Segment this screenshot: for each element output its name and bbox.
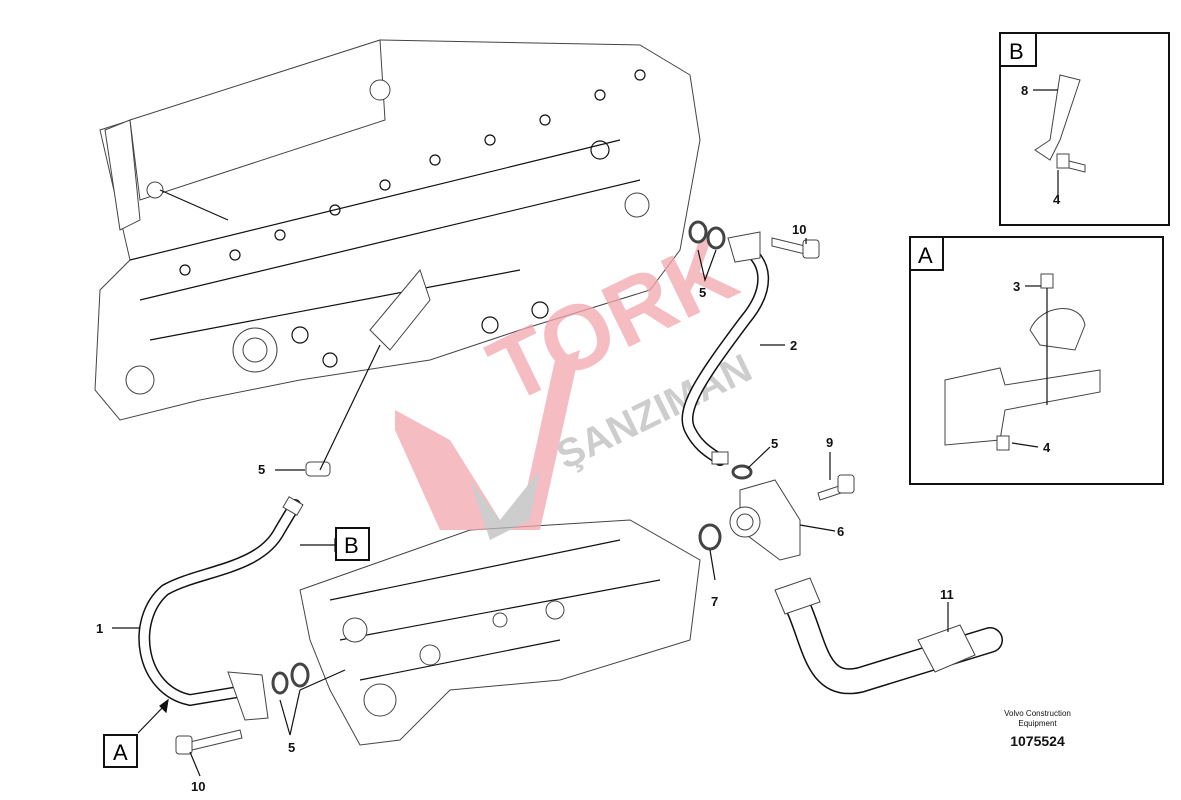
callout-10: 10 — [191, 779, 205, 794]
oil-pump-housing-drawing — [299, 519, 701, 746]
company-line-1: Volvo Construction — [1004, 709, 1071, 718]
callout-5: 5 — [699, 285, 706, 300]
callout-9: 9 — [826, 435, 833, 450]
callout-7: 7 — [711, 594, 718, 609]
callout-4-b: 4 — [1053, 192, 1061, 207]
callout-8: 8 — [1021, 83, 1028, 98]
pipe-2 — [681, 231, 770, 466]
callout-3: 3 — [1013, 279, 1020, 294]
view-ref-a — [103, 734, 138, 768]
callout-5: 5 — [258, 462, 265, 477]
callout-1: 1 — [96, 621, 103, 636]
detail-view-a — [909, 236, 1164, 485]
view-ref-a-label: A — [113, 740, 128, 765]
seals-and-bolts — [175, 220, 855, 755]
view-a-label: A — [918, 243, 933, 268]
callout-6: 6 — [837, 524, 844, 539]
callout-2: 2 — [790, 338, 797, 353]
detail-view-b — [999, 32, 1170, 226]
view-ref-b — [335, 527, 370, 561]
pipe-11 — [774, 577, 1003, 695]
drawing-number: 1075524 — [1010, 733, 1065, 749]
view-ref-b-label: B — [344, 533, 359, 558]
callout-5: 5 — [288, 740, 295, 755]
pipe-1 — [138, 496, 304, 721]
callout-4-a: 4 — [1043, 440, 1051, 455]
title-block: Volvo Construction Equipment 1075524 — [990, 709, 1085, 749]
callout-11: 11 — [940, 587, 954, 602]
callout-5: 5 — [771, 436, 778, 451]
cylinder-head-drawing — [94, 39, 701, 421]
view-b-label: B — [1009, 39, 1024, 64]
company-line-2: Equipment — [1018, 719, 1057, 728]
callout-10: 10 — [792, 222, 806, 237]
fitting-6 — [729, 479, 801, 561]
